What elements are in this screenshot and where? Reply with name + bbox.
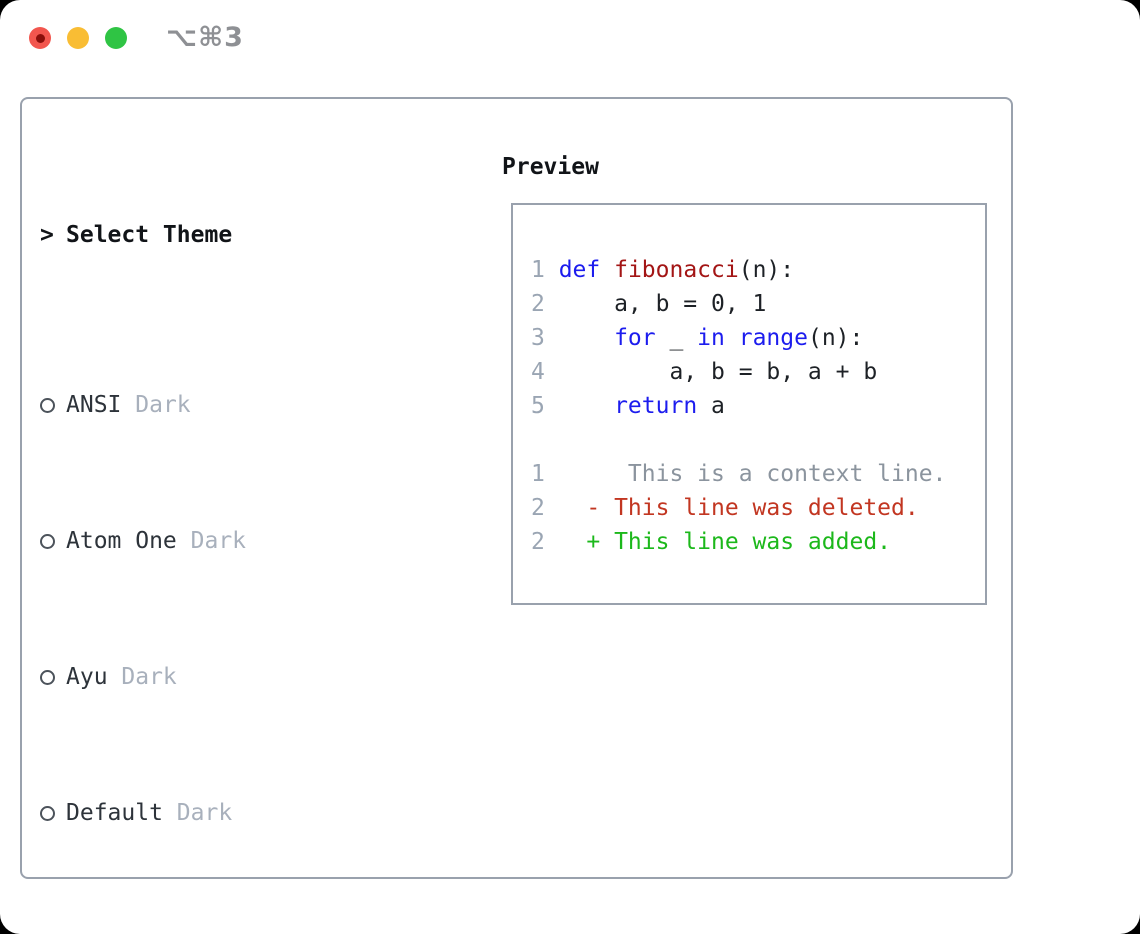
- traffic-lights: [29, 27, 127, 49]
- theme-name: Atom One: [66, 528, 191, 554]
- radio-icon: [40, 533, 55, 549]
- radio-icon: [40, 397, 55, 413]
- theme-list: > Select Theme ANSI Dark Atom One Dark A…: [40, 150, 428, 934]
- zoom-button[interactable]: [105, 27, 127, 49]
- line-number: 2: [531, 529, 545, 555]
- code-line: 2 a, b = 0, 1: [531, 287, 985, 321]
- radio-icon: [40, 669, 55, 685]
- theme-name: Ayu: [66, 664, 122, 690]
- theme-variant: Dark: [135, 392, 191, 418]
- code-line: 2 - This line was deleted.: [531, 491, 985, 525]
- code-line: 4 a, b = b, a + b: [531, 355, 985, 389]
- theme-option[interactable]: Ayu Dark: [40, 660, 428, 694]
- select-theme-header: > Select Theme: [40, 218, 428, 252]
- theme-option[interactable]: Default Dark: [40, 796, 428, 830]
- theme-picker-panel: > Select Theme ANSI Dark Atom One Dark A…: [20, 97, 1013, 879]
- code-line: [531, 423, 985, 457]
- theme-variant: Dark: [176, 800, 233, 826]
- code-line: 1 This is a context line.: [531, 457, 985, 491]
- radio-marker: [40, 669, 66, 685]
- select-theme-label: Select Theme: [66, 222, 233, 248]
- code-line: 3 for _ in range(n):: [531, 321, 985, 355]
- theme-variant: Dark: [190, 528, 247, 554]
- radio-marker: [40, 805, 66, 821]
- code-line: 5 return a: [531, 389, 985, 423]
- line-number: 1: [531, 461, 545, 487]
- minimize-button[interactable]: [67, 27, 89, 49]
- line-number: 2: [531, 291, 545, 317]
- theme-option[interactable]: Atom One Dark: [40, 524, 428, 558]
- line-number: 2: [531, 495, 545, 521]
- titlebar: ⌥⌘3: [0, 0, 1140, 97]
- code-line: 2 + This line was added.: [531, 525, 985, 559]
- window-title: ⌥⌘3: [166, 22, 244, 53]
- cursor-marker: >: [40, 222, 54, 248]
- radio-marker: [40, 533, 66, 549]
- theme-name: Default: [66, 800, 177, 826]
- radio-marker: [40, 397, 66, 413]
- close-button[interactable]: [29, 27, 51, 49]
- radio-icon: [40, 805, 55, 821]
- theme-variant: Dark: [121, 664, 177, 690]
- line-number: 5: [531, 393, 545, 419]
- line-number: 4: [531, 359, 545, 385]
- line-number: 3: [531, 325, 545, 351]
- theme-name: ANSI: [66, 392, 136, 418]
- preview-title: Preview: [502, 154, 599, 180]
- theme-option[interactable]: ANSI Dark: [40, 388, 428, 422]
- line-number: 1: [531, 257, 545, 283]
